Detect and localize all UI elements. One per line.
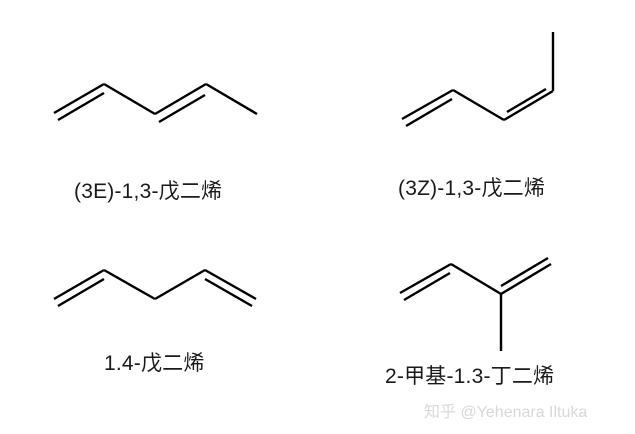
molecule-isoprene bbox=[399, 256, 552, 351]
label-14-pentadiene: 1.4-戊二烯 bbox=[104, 352, 205, 375]
watermark: 知乎 @Yehenara Iltuka bbox=[424, 404, 588, 421]
label-3z-pentadiene: (3Z)-1,3-戊二烯 bbox=[398, 177, 546, 200]
label-3e-pentadiene: (3E)-1,3-戊二烯 bbox=[74, 180, 223, 203]
molecule-3e-pentadiene bbox=[53, 82, 258, 124]
molecule-3z-pentadiene bbox=[401, 32, 555, 128]
label-isoprene: 2-甲基-1.3-丁二烯 bbox=[385, 365, 555, 388]
molecule-14-pentadiene bbox=[53, 268, 257, 308]
